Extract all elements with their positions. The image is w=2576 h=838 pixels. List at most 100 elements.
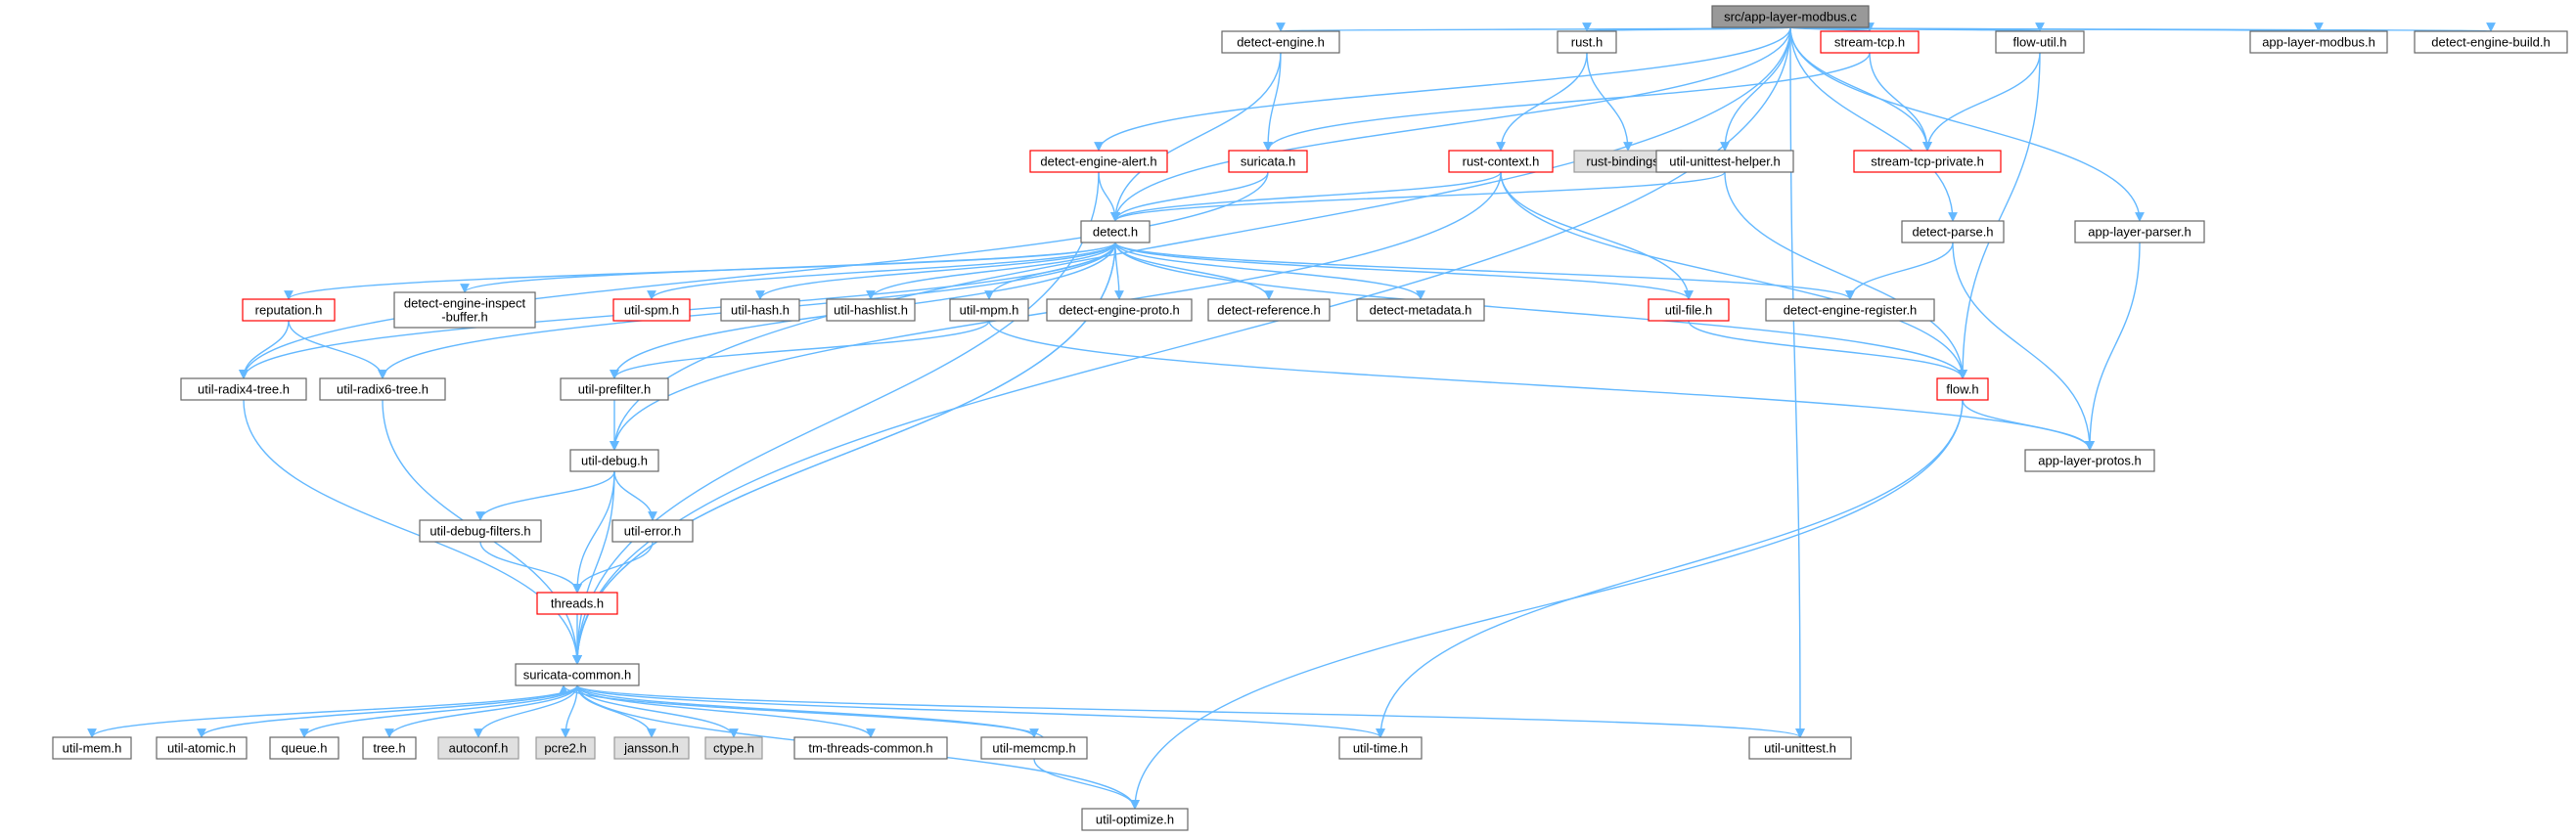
node-uuh[interactable]: util-unittest-helper.h <box>1655 150 1794 173</box>
node-alprotos[interactable]: app-layer-protos.h <box>2024 449 2155 472</box>
node-label: util-unittest-helper.h <box>1669 154 1780 169</box>
node-tree[interactable]: tree.h <box>362 736 417 760</box>
node-der[interactable]: detect-engine-register.h <box>1765 298 1935 322</box>
edge-root-to-alp <box>1789 26 2145 222</box>
node-detect[interactable]: detect.h <box>1080 220 1151 243</box>
node-prefilter[interactable]: util-prefilter.h <box>560 377 669 401</box>
edge-flow-to-utime <box>1376 399 1964 738</box>
edge-suricata-to-detect <box>1110 171 1269 222</box>
node-box <box>1080 220 1151 243</box>
node-ufile[interactable]: util-file.h <box>1648 298 1730 322</box>
node-box <box>269 736 339 760</box>
node-box <box>362 736 417 760</box>
node-tmtc[interactable]: tm-threads-common.h <box>793 736 948 760</box>
node-dea[interactable]: detect-engine-alert.h <box>1029 150 1168 173</box>
node-flow[interactable]: flow.h <box>1936 377 1989 401</box>
node-pcre2[interactable]: pcre2.h <box>535 736 596 760</box>
edge-scommon-to-utime <box>576 684 1385 738</box>
node-ctype[interactable]: ctype.h <box>704 736 763 760</box>
node-label: util-spm.h <box>624 303 679 318</box>
node-label: tm-threads-common.h <box>808 741 932 756</box>
edge-rust_context-to-flow <box>1500 171 1967 379</box>
node-box <box>437 736 520 760</box>
node-autoconf[interactable]: autoconf.h <box>437 736 520 760</box>
node-queue[interactable]: queue.h <box>269 736 339 760</box>
node-umem[interactable]: util-mem.h <box>52 736 132 760</box>
node-uopt[interactable]: util-optimize.h <box>1081 808 1189 831</box>
node-umemcmp[interactable]: util-memcmp.h <box>980 736 1088 760</box>
node-label: app-layer-modbus.h <box>2262 35 2375 50</box>
node-suricata[interactable]: suricata.h <box>1228 150 1308 173</box>
node-uerror[interactable]: util-error.h <box>611 519 694 543</box>
node-flow_util[interactable]: flow-util.h <box>1995 30 2085 54</box>
node-rust_context[interactable]: rust-context.h <box>1448 150 1554 173</box>
node-unittest[interactable]: util-unittest.h <box>1748 736 1852 760</box>
node-stream_tcp[interactable]: stream-tcp.h <box>1820 30 1920 54</box>
node-rust_bindings[interactable]: rust-bindings.h <box>1573 150 1683 173</box>
edge-scommon-to-unittest <box>576 684 1805 738</box>
node-box <box>720 298 800 322</box>
node-dep[interactable]: detect-engine-proto.h <box>1046 298 1193 322</box>
node-box <box>1557 30 1617 54</box>
node-label: util-mem.h <box>63 741 122 756</box>
node-utime[interactable]: util-time.h <box>1338 736 1423 760</box>
node-label: -buffer.h <box>441 310 487 325</box>
node-radix4[interactable]: util-radix4-tree.h <box>180 377 307 401</box>
node-box <box>180 377 307 401</box>
edge-detect-to-deib <box>460 242 1116 293</box>
node-box <box>1448 150 1554 173</box>
node-box <box>1029 150 1168 173</box>
node-mpm[interactable]: util-mpm.h <box>949 298 1029 322</box>
node-detect_parse[interactable]: detect-parse.h <box>1901 220 2005 243</box>
node-label: detect-engine-alert.h <box>1040 154 1156 169</box>
node-label: rust.h <box>1571 35 1604 50</box>
edge-root-to-rust <box>1583 22 1791 32</box>
node-box <box>704 736 763 760</box>
node-box <box>1221 30 1340 54</box>
node-deb[interactable]: detect-engine-build.h <box>2414 30 2568 54</box>
node-box <box>1748 736 1852 760</box>
edge-detect-to-dep <box>1114 242 1124 300</box>
node-jansson[interactable]: jansson.h <box>613 736 690 760</box>
node-deib[interactable]: detect-engine-inspect-buffer.h <box>393 291 536 329</box>
node-threads[interactable]: threads.h <box>536 592 618 615</box>
node-label: app-layer-protos.h <box>2038 454 2142 468</box>
node-detect_engine[interactable]: detect-engine.h <box>1221 30 1340 54</box>
node-scommon[interactable]: suricata-common.h <box>515 663 640 686</box>
node-label: ctype.h <box>713 741 754 756</box>
edge-dea-to-detect <box>1098 171 1120 222</box>
node-reputation[interactable]: reputation.h <box>242 298 336 322</box>
node-box <box>52 736 132 760</box>
node-dmeta[interactable]: detect-metadata.h <box>1356 298 1485 322</box>
node-hash[interactable]: util-hash.h <box>720 298 800 322</box>
node-label: autoconf.h <box>449 741 509 756</box>
node-hashlist[interactable]: util-hashlist.h <box>826 298 916 322</box>
node-rust[interactable]: rust.h <box>1557 30 1617 54</box>
edge-flow_util-to-stcp_priv <box>1922 52 2041 152</box>
edge-root-to-deb <box>1789 22 2493 32</box>
node-dfilters[interactable]: util-debug-filters.h <box>419 519 542 543</box>
node-label: util-optimize.h <box>1096 813 1174 827</box>
node-dref[interactable]: detect-reference.h <box>1207 298 1331 322</box>
node-label: detect-engine-inspect <box>404 296 526 311</box>
node-spm[interactable]: util-spm.h <box>612 298 691 322</box>
node-label: util-radix4-tree.h <box>198 382 290 397</box>
node-stcp_priv[interactable]: stream-tcp-private.h <box>1853 150 2002 173</box>
edge-flow_util-to-flow <box>1958 52 2041 379</box>
edge-ufile-to-flow <box>1688 320 1967 379</box>
node-alm_h[interactable]: app-layer-modbus.h <box>2249 30 2388 54</box>
node-root[interactable]: src/app-layer-modbus.c <box>1711 5 1870 28</box>
edge-detect-to-ufile <box>1114 242 1694 300</box>
node-label: detect-reference.h <box>1217 303 1321 318</box>
node-alp[interactable]: app-layer-parser.h <box>2074 220 2205 243</box>
node-box <box>1081 808 1189 831</box>
node-uatomic[interactable]: util-atomic.h <box>156 736 248 760</box>
node-debug[interactable]: util-debug.h <box>569 449 659 472</box>
node-box <box>242 298 336 322</box>
edge-detect_engine-to-detect <box>1110 52 1282 222</box>
edge-detect-to-der <box>1114 242 1855 300</box>
node-label: detect-metadata.h <box>1370 303 1472 318</box>
node-radix6[interactable]: util-radix6-tree.h <box>319 377 446 401</box>
node-label: detect-engine-build.h <box>2431 35 2550 50</box>
node-label: stream-tcp.h <box>1834 35 1905 50</box>
